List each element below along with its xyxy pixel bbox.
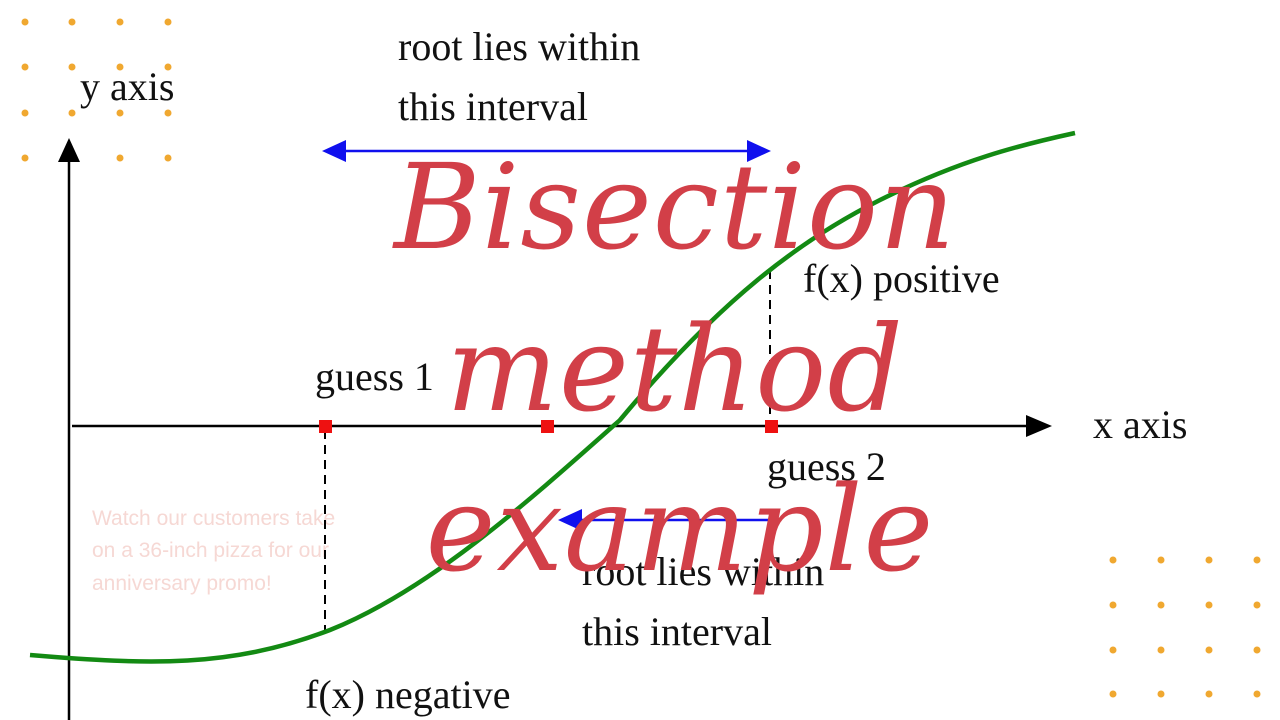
- guess2-point: [765, 420, 778, 433]
- title-line-1: Bisection: [392, 138, 956, 276]
- dot-grid-bottom-right: [1109, 556, 1261, 698]
- guess1-point: [319, 420, 332, 433]
- bottom-interval-label-line1: root lies within: [582, 549, 824, 594]
- title-line-3: example: [426, 460, 935, 598]
- top-interval-label-line1: root lies within: [398, 24, 640, 69]
- top-interval-label-line2: this interval: [398, 84, 588, 129]
- bottom-interval-label-line2: this interval: [582, 609, 772, 654]
- promo-line-1: Watch our customers take: [92, 507, 335, 530]
- bottom-interval-arrow: [558, 509, 770, 531]
- x-axis-label: x axis: [1093, 402, 1187, 447]
- positive-label: f(x) positive: [803, 256, 1000, 301]
- promo-line-3: anniversary promo!: [92, 572, 272, 595]
- title-line-2: method: [446, 300, 904, 438]
- promo-line-2: on a 36-inch pizza for our: [92, 539, 329, 562]
- negative-label: f(x) negative: [305, 672, 510, 717]
- guess1-label: guess 1: [315, 354, 434, 399]
- y-axis-label: y axis: [80, 64, 174, 109]
- midpoint-point: [541, 420, 554, 433]
- guess2-label: guess 2: [767, 444, 886, 489]
- y-axis-arrowhead: [58, 138, 80, 162]
- function-curve: [29, 130, 1076, 664]
- top-interval-arrow: [322, 140, 771, 162]
- x-axis-arrowhead: [1026, 415, 1052, 437]
